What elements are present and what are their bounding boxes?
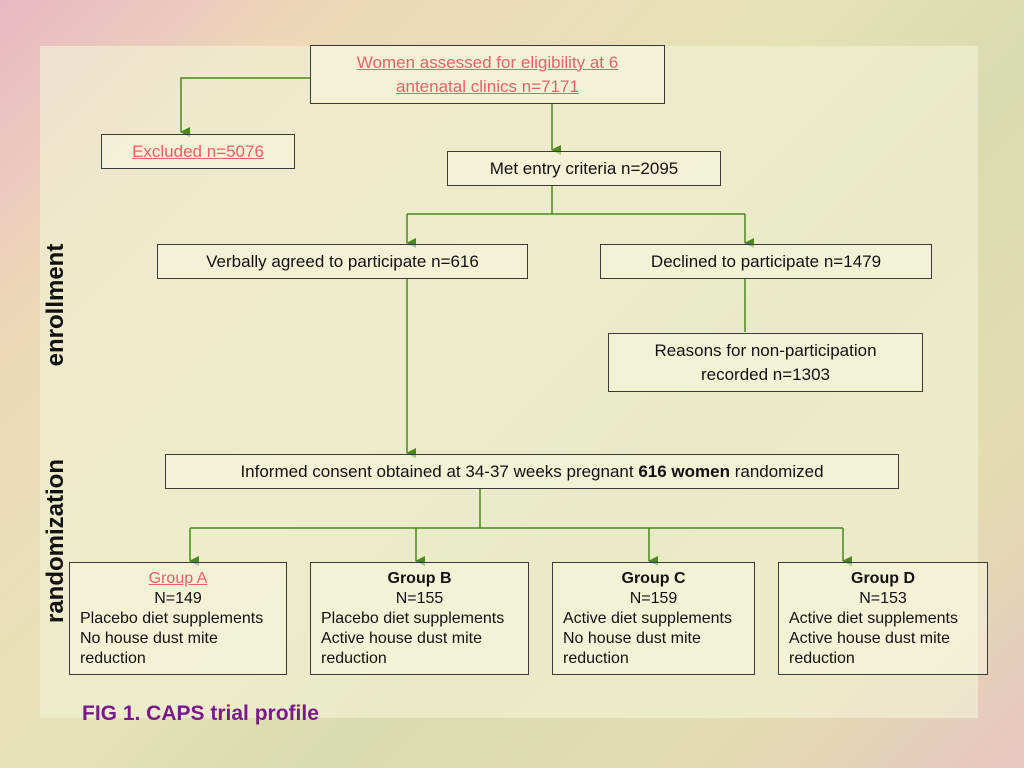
group-b-title: Group B <box>387 570 452 587</box>
group-c-title: Group C <box>621 570 686 587</box>
group-d-count: N=153 <box>859 590 907 607</box>
agreed-box: Verbally agreed to participate n=616 <box>157 244 528 279</box>
consent-text-pre: Informed consent obtained at 34-37 weeks… <box>240 461 639 481</box>
consent-box: Informed consent obtained at 34-37 weeks… <box>165 454 899 489</box>
group-a-title[interactable]: Group A <box>148 570 208 587</box>
group-a-line2: No house dust mite <box>80 630 218 647</box>
group-d-box: Group D N=153 Active diet supplements Ac… <box>778 562 988 675</box>
group-a-count: N=149 <box>154 590 202 607</box>
group-b-count: N=155 <box>395 590 444 607</box>
group-c-count: N=159 <box>629 590 678 607</box>
reasons-box: Reasons for non-participation recorded n… <box>608 333 923 392</box>
reasons-line1: Reasons for non-participation <box>654 340 877 360</box>
assessed-line2[interactable]: antenatal clinics n=7171 <box>396 76 579 96</box>
met-criteria-box: Met entry criteria n=2095 <box>447 151 721 186</box>
declined-label: Declined to participate n=1479 <box>650 251 882 271</box>
group-d-title: Group D <box>851 570 915 587</box>
group-b-line2: Active house dust mite <box>321 630 482 647</box>
group-d-line2: Active house dust mite <box>789 630 950 647</box>
consent-text-bold: 616 women <box>638 461 730 481</box>
excluded-label[interactable]: Excluded n=5076 <box>132 141 264 161</box>
agreed-label: Verbally agreed to participate n=616 <box>206 251 479 271</box>
figure-caption: FIG 1. CAPS trial profile <box>82 702 319 725</box>
consent-text-post: randomized <box>729 461 824 481</box>
group-b-line3: reduction <box>321 650 387 667</box>
group-c-box: Group C N=159 Active diet supplements No… <box>552 562 755 675</box>
assessed-line1[interactable]: Women assessed for eligibility at 6 <box>356 52 619 72</box>
randomization-label: randomization <box>42 459 69 624</box>
group-b-line1: Placebo diet supplements <box>321 610 505 627</box>
group-d-line3: reduction <box>789 650 855 667</box>
consent-label: Informed consent obtained at 34-37 weeks… <box>240 460 823 484</box>
connector-assessed-excluded <box>180 77 310 137</box>
assessed-box: Women assessed for eligibility at 6 ante… <box>310 45 665 104</box>
declined-box: Declined to participate n=1479 <box>600 244 932 279</box>
group-c-line1: Active diet supplements <box>563 610 732 627</box>
group-c-line2: No house dust mite <box>563 630 701 647</box>
enrollment-label: enrollment <box>42 243 69 367</box>
group-c-line3: reduction <box>563 650 629 667</box>
group-b-box: Group B N=155 Placebo diet supplements A… <box>310 562 529 675</box>
reasons-line2: recorded n=1303 <box>700 364 831 384</box>
group-a-line1: Placebo diet supplements <box>80 610 264 627</box>
group-a-box: Group A N=149 Placebo diet supplements N… <box>69 562 287 675</box>
group-d-line1: Active diet supplements <box>789 610 958 627</box>
excluded-box: Excluded n=5076 <box>101 134 295 169</box>
group-a-line3: reduction <box>80 650 146 667</box>
met-criteria-label: Met entry criteria n=2095 <box>489 158 679 178</box>
